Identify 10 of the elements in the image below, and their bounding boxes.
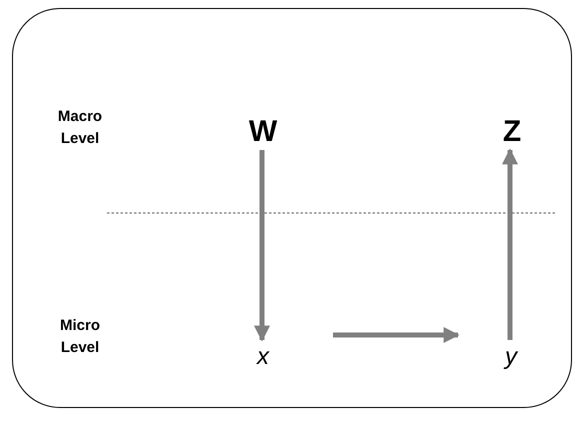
variable-label: y <box>499 341 523 373</box>
variable-label: Z <box>497 113 527 151</box>
arrow <box>254 150 270 342</box>
variable-label: x <box>251 341 275 373</box>
arrow <box>333 327 460 343</box>
level-label: Micro Level <box>58 316 101 358</box>
level-label: Macro Level <box>56 107 104 149</box>
rounded-frame <box>12 8 572 408</box>
arrow <box>502 148 518 340</box>
variable-label: W <box>246 113 280 151</box>
